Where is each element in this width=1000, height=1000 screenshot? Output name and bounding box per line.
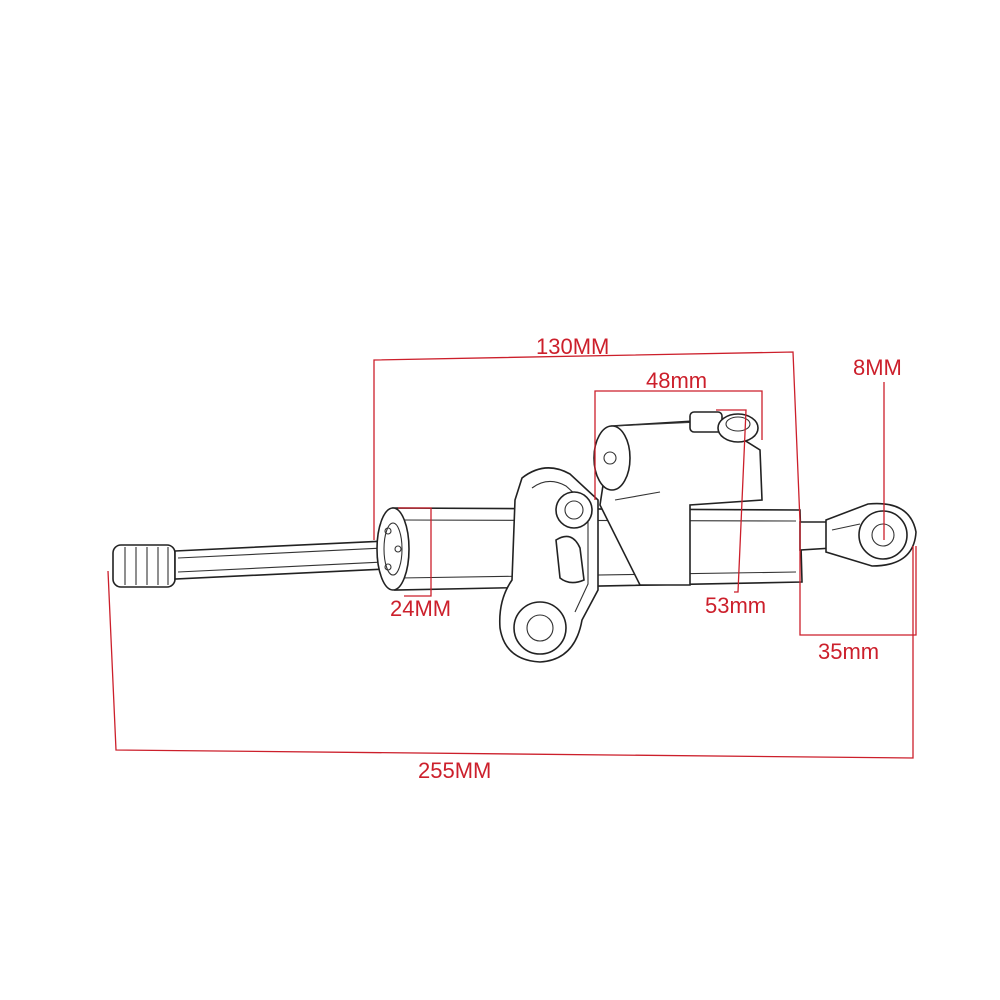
damper-sketch <box>112 411 917 663</box>
label-reservoir-width: 48mm <box>646 368 708 393</box>
dim-line-body-length <box>373 351 801 540</box>
label-body-length: 130MM <box>536 334 610 359</box>
dim-line-reservoir-width <box>594 390 763 500</box>
dim-line-eye-length <box>799 522 917 636</box>
label-body-height: 53mm <box>705 593 767 618</box>
dim-line-total-length <box>107 546 914 759</box>
label-eye-hole: 8MM <box>853 355 902 380</box>
rod-end-eye <box>799 502 917 567</box>
dim-line-cylinder-diameter <box>398 507 432 597</box>
mounting-bracket <box>498 467 599 663</box>
dimension-lines <box>107 351 917 759</box>
piston-shaft <box>174 540 388 580</box>
label-total-length: 255MM <box>418 758 492 783</box>
knurled-rod-end <box>112 544 176 588</box>
label-eye-length: 35mm <box>818 639 880 664</box>
label-cylinder-diameter: 24MM <box>390 596 452 621</box>
reservoir-block <box>593 411 763 586</box>
dim-line-body-height <box>716 409 747 593</box>
